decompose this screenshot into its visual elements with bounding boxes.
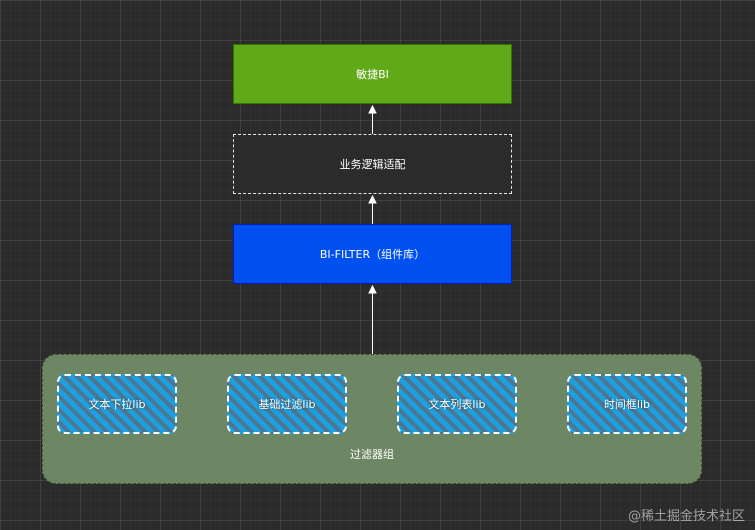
bi-filter-label: BI-FILTER（组件库） xyxy=(319,248,426,261)
time-box-lib-node[interactable]: 时间框lib xyxy=(567,374,687,434)
basic-filter-lib-node[interactable]: 基础过滤lib xyxy=(227,374,347,434)
agile-bi-node[interactable]: 敏捷BI xyxy=(233,44,512,104)
text-dropdown-lib-node[interactable]: 文本下拉lib xyxy=(57,374,177,434)
business-logic-node[interactable]: 业务逻辑适配 xyxy=(233,134,512,194)
agile-bi-label: 敏捷BI xyxy=(356,68,389,81)
item-label: 文本下拉lib xyxy=(88,398,146,411)
arrowhead-library xyxy=(368,284,377,294)
item-label: 基础过滤lib xyxy=(258,398,316,411)
watermark-text: @稀土掘金技术社区 xyxy=(627,509,745,524)
business-logic-label: 业务逻辑适配 xyxy=(339,158,406,171)
bi-filter-node[interactable]: BI-FILTER（组件库） xyxy=(233,224,512,284)
item-label: 时间框lib xyxy=(603,398,651,411)
text-list-lib-node[interactable]: 文本列表lib xyxy=(397,374,517,434)
filter-group-label: 过滤器组 xyxy=(350,448,394,461)
arrowhead-logic xyxy=(368,194,377,204)
item-label: 文本列表lib xyxy=(428,398,486,411)
arrowhead-bi xyxy=(368,104,377,114)
